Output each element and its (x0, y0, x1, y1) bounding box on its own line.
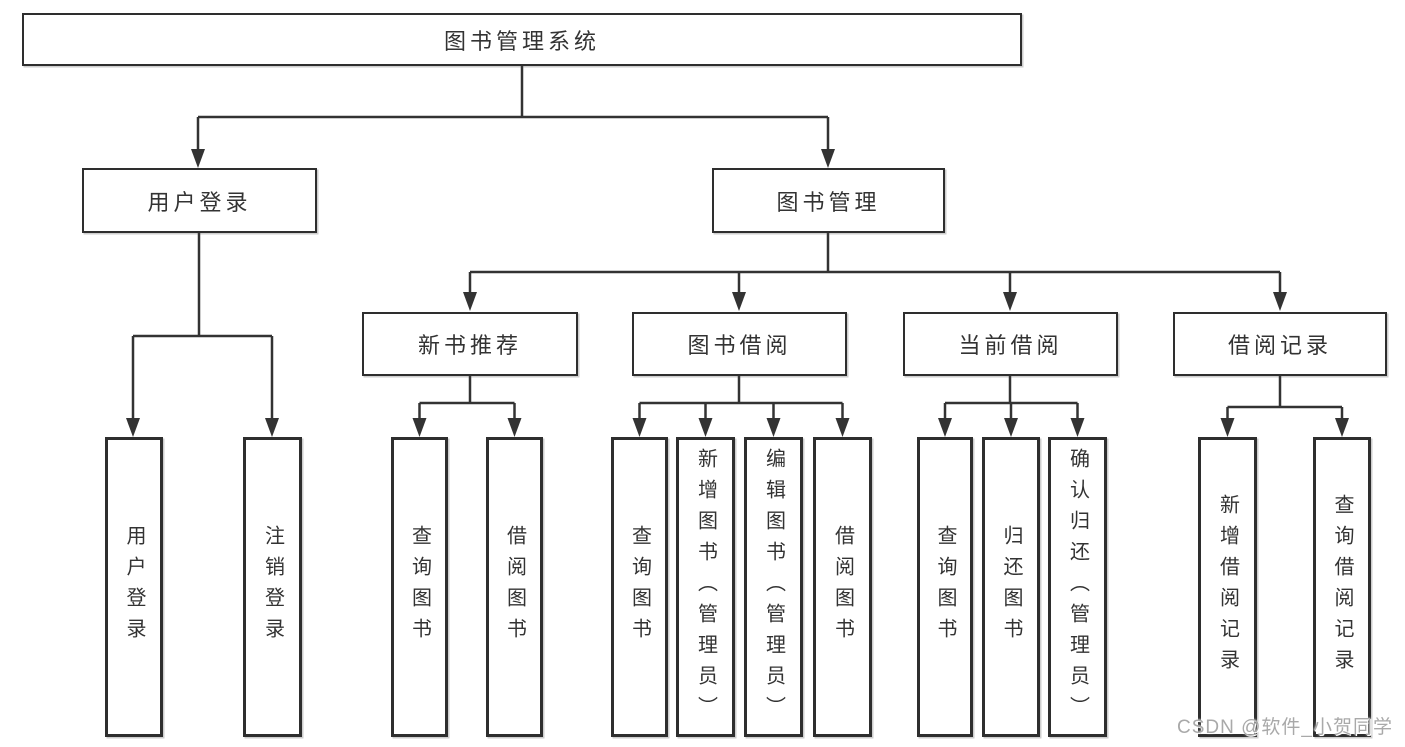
node-user-login-label: 用户登录 (147, 189, 252, 215)
csdn-watermark: CSDN @软件_小贺同学 (1177, 717, 1393, 738)
node-current-borrow-label: 当前借阅 (958, 333, 1063, 358)
node-leaf-logout: 注销登录 (243, 437, 302, 737)
node-book-borrow-label: 图书借阅 (687, 333, 792, 358)
node-leaf-borrow-books-1: 借阅图书 (486, 437, 543, 737)
node-leaf-query-borrow-record: 查询借阅记录 (1313, 437, 1371, 737)
node-user-login: 用户登录 (82, 168, 317, 233)
node-book-management: 图书管理 (712, 168, 945, 233)
node-leaf-borrow-books-2-label: 借阅图书 (831, 525, 854, 649)
node-leaf-confirm-return-admin: 确认归还（管理员） (1048, 437, 1107, 737)
node-new-book-recommend: 新书推荐 (362, 312, 578, 376)
node-leaf-return-books-label: 归还图书 (1000, 525, 1022, 649)
node-leaf-edit-books-admin-label: 编辑图书（管理员） (762, 447, 785, 727)
node-leaf-add-books-admin: 新增图书（管理员） (676, 437, 735, 737)
node-leaf-user-login-label: 用户登录 (123, 525, 145, 649)
node-leaf-query-borrow-record-label: 查询借阅记录 (1331, 494, 1353, 680)
node-leaf-query-books-1: 查询图书 (391, 437, 448, 737)
node-leaf-edit-books-admin: 编辑图书（管理员） (744, 437, 803, 737)
node-leaf-borrow-books-2: 借阅图书 (813, 437, 872, 737)
node-borrow-records-label: 借阅记录 (1227, 333, 1332, 358)
node-book-management-label: 图书管理 (776, 189, 881, 215)
node-leaf-query-books-2-label: 查询图书 (628, 525, 651, 649)
node-leaf-user-login: 用户登录 (105, 437, 163, 737)
node-root-system-label: 图书管理系统 (443, 28, 600, 54)
node-book-borrow: 图书借阅 (632, 312, 847, 376)
node-borrow-records: 借阅记录 (1173, 312, 1387, 376)
node-leaf-add-books-admin-label: 新增图书（管理员） (694, 447, 717, 727)
node-leaf-logout-label: 注销登录 (261, 525, 284, 649)
node-leaf-confirm-return-admin-label: 确认归还（管理员） (1066, 447, 1089, 727)
node-leaf-return-books: 归还图书 (982, 437, 1040, 737)
node-leaf-add-borrow-record: 新增借阅记录 (1198, 437, 1257, 737)
node-leaf-query-books-1-label: 查询图书 (408, 525, 431, 649)
node-leaf-query-books-3-label: 查询图书 (934, 525, 956, 649)
node-leaf-query-books-3: 查询图书 (917, 437, 973, 737)
connector-arrowheads (126, 149, 1349, 437)
node-leaf-borrow-books-1-label: 借阅图书 (503, 525, 526, 649)
node-leaf-query-books-2: 查询图书 (611, 437, 668, 737)
node-root-system: 图书管理系统 (22, 13, 1022, 66)
node-leaf-add-borrow-record-label: 新增借阅记录 (1216, 494, 1239, 680)
node-new-book-recommend-label: 新书推荐 (417, 333, 522, 358)
node-current-borrow: 当前借阅 (903, 312, 1118, 376)
